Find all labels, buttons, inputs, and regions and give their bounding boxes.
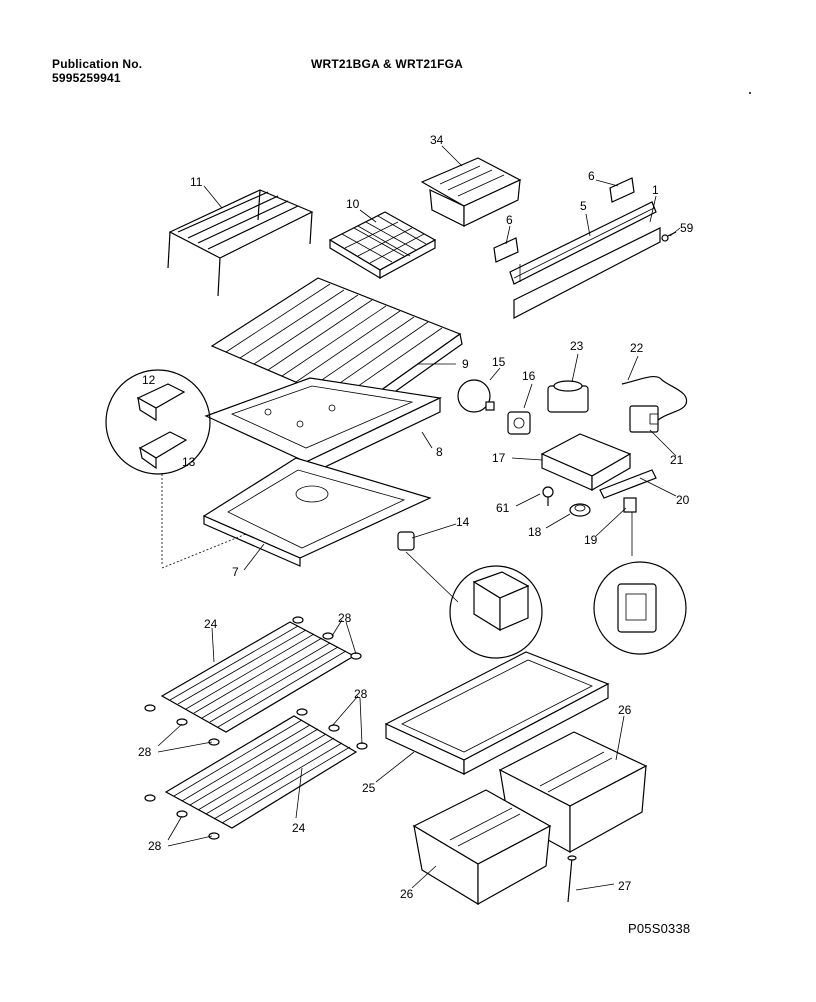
callout-28-upper-right: 28 — [338, 611, 352, 625]
part-23-defrost-timer — [547, 380, 589, 413]
part-21-connector — [629, 405, 659, 433]
inset-12-13-door-bins — [105, 369, 211, 566]
callout-34: 34 — [430, 133, 444, 147]
part-18-knob — [569, 503, 591, 517]
callout-labels: 34 11 10 6 1 5 6 59 9 15 16 23 22 12 13 … — [138, 133, 694, 901]
callout-5: 5 — [580, 199, 587, 213]
callout-12: 12 — [142, 373, 156, 387]
callout-13: 13 — [182, 455, 196, 469]
callout-24-upper: 24 — [204, 617, 218, 631]
model-title: WRT21BGA & WRT21FGA — [311, 57, 464, 71]
figure-code: P05S0338 — [628, 921, 691, 936]
callout-20: 20 — [676, 493, 690, 507]
callout-6-upper: 6 — [588, 169, 595, 183]
part-14-damper — [397, 531, 543, 659]
callout-26-right: 26 — [618, 703, 632, 717]
callout-28-mid-left: 28 — [138, 745, 152, 759]
publication-label: Publication No. — [52, 57, 143, 71]
part-28-shelf-clips — [144, 616, 368, 840]
callout-28-mid-right: 28 — [354, 687, 368, 701]
part-24-wire-shelf-upper — [160, 621, 356, 733]
part-27-screw — [567, 855, 577, 903]
callout-17: 17 — [492, 451, 506, 465]
part-24-wire-shelf-lower — [164, 715, 358, 829]
callout-19: 19 — [584, 533, 598, 547]
callout-28-lower-left: 28 — [148, 839, 162, 853]
callout-18: 18 — [528, 525, 542, 539]
callout-59: 59 — [680, 221, 694, 235]
callout-9: 9 — [462, 357, 469, 371]
part-61-screw — [542, 486, 554, 506]
part-22-wire-harness — [621, 376, 688, 421]
part-20-control-bracket — [599, 469, 657, 499]
callout-16: 16 — [522, 369, 536, 383]
part-26-crisper-drawer-right — [498, 731, 648, 854]
part-16-light-socket — [507, 411, 531, 435]
part-26-crisper-drawer-left — [412, 789, 552, 906]
part-8-crisper-cover-frame — [204, 377, 443, 477]
callout-11: 11 — [190, 175, 203, 189]
part-34-ice-bin — [420, 157, 522, 227]
callout-1: 1 — [652, 183, 659, 197]
part-17-control-housing — [540, 433, 632, 492]
callout-15: 15 — [492, 355, 506, 369]
callout-10: 10 — [346, 197, 360, 211]
part-19-switch — [623, 497, 637, 513]
stray-dot — [749, 92, 751, 94]
callout-22: 22 — [630, 341, 644, 355]
callout-6-lower: 6 — [506, 213, 513, 227]
callout-23: 23 — [570, 339, 584, 353]
part-10-ice-tray — [328, 211, 437, 280]
part-11-wire-rack — [167, 189, 314, 297]
callout-24-lower: 24 — [292, 821, 306, 835]
part-15-light-bulb — [457, 379, 495, 413]
inset-19-switch — [593, 512, 687, 655]
part-7-shelf-frame — [161, 457, 432, 569]
callout-26-left: 26 — [400, 887, 414, 901]
callout-8: 8 — [436, 445, 443, 459]
callout-21: 21 — [670, 453, 684, 467]
callout-14: 14 — [456, 515, 470, 529]
publication-number: 5995259941 — [52, 71, 121, 85]
callout-61: 61 — [496, 501, 510, 515]
leader-lines — [157, 145, 681, 891]
callout-7: 7 — [232, 565, 239, 579]
callout-27: 27 — [618, 879, 632, 893]
part-1-5-rail-assembly — [493, 177, 677, 319]
part-25-crisper-cover — [384, 651, 610, 775]
callout-25: 25 — [362, 781, 376, 795]
